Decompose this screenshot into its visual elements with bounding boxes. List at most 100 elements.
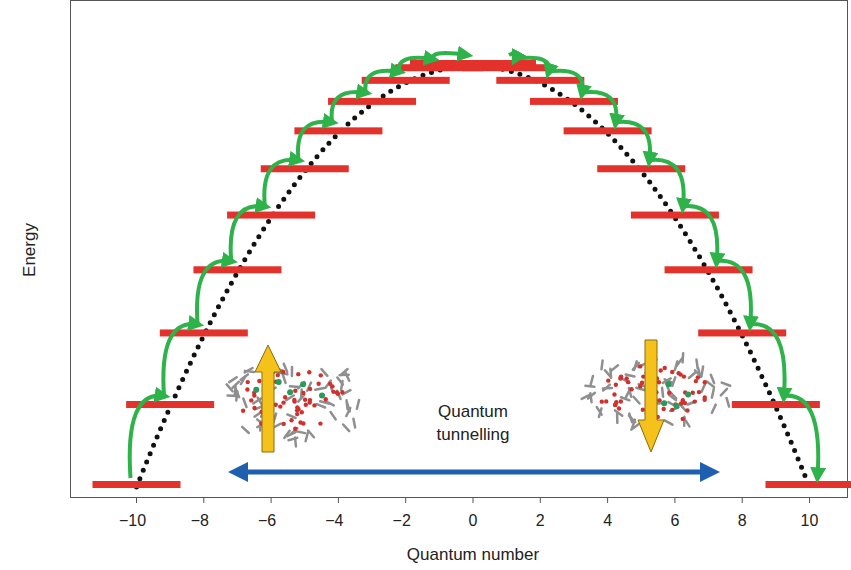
- molecule-atom: [276, 373, 280, 377]
- axis-label: Quantum number: [407, 545, 539, 565]
- molecule-atom: [300, 381, 306, 387]
- transition-arrow: [163, 324, 197, 398]
- transition-arrow: [298, 122, 332, 163]
- molecule-atom: [659, 368, 663, 372]
- tick-label: 4: [603, 512, 612, 530]
- molecule-atom: [287, 389, 293, 395]
- molecule-bond: [707, 382, 714, 387]
- molecule-bond: [702, 384, 706, 392]
- molecule-atom: [281, 370, 285, 374]
- tunnelling-arrow-head: [700, 462, 720, 482]
- molecule-atom: [296, 407, 300, 411]
- tick-mark: [136, 497, 137, 503]
- molecule-bond: [629, 416, 635, 422]
- tick-label: 2: [536, 512, 545, 530]
- molecule-bond: [712, 389, 714, 398]
- tick-mark: [742, 497, 743, 503]
- molecule-bond: [588, 393, 595, 399]
- molecule-atom: [612, 392, 616, 396]
- molecule-bond: [353, 419, 355, 428]
- molecule-atom: [296, 372, 300, 376]
- molecule-atom: [245, 387, 249, 391]
- molecule-bond: [242, 427, 249, 433]
- molecule-bond: [331, 412, 336, 419]
- molecule-atom: [617, 406, 621, 410]
- molecule-atom: [600, 399, 604, 403]
- molecule-bond: [345, 373, 349, 381]
- molecule-atom: [638, 384, 642, 388]
- energy-level: [93, 481, 181, 488]
- molecule-bond: [294, 437, 297, 446]
- molecule-atom: [661, 407, 665, 411]
- molecule-bond: [308, 431, 314, 438]
- molecule-atom: [618, 376, 622, 380]
- spin-down-arrow: [638, 340, 664, 452]
- molecule-atom: [295, 412, 299, 416]
- tick-mark: [338, 497, 339, 503]
- transition-arrow: [513, 58, 549, 73]
- molecule-bond: [634, 397, 640, 404]
- molecule-atom: [328, 382, 332, 386]
- molecule-atom: [703, 395, 707, 399]
- molecule-bond: [677, 359, 682, 366]
- molecule-atom: [324, 397, 328, 401]
- molecule-bond: [283, 374, 286, 383]
- molecule-atom: [670, 408, 674, 412]
- tick-label: 8: [738, 512, 747, 530]
- molecule-atom: [697, 390, 701, 394]
- molecule-atom: [614, 400, 618, 404]
- molecule-left: [227, 364, 359, 447]
- molecule-bond: [290, 385, 299, 388]
- transition-arrow: [433, 53, 467, 61]
- molecule-atom: [293, 426, 297, 430]
- molecule-atom: [692, 399, 696, 403]
- molecule-atom: [673, 403, 679, 409]
- molecule-bond: [317, 404, 325, 407]
- tick-label: −6: [258, 512, 276, 530]
- molecule-bond: [296, 431, 305, 433]
- molecule-atom: [308, 398, 312, 402]
- energy-level: [530, 98, 618, 105]
- molecule-bond: [357, 400, 359, 409]
- energy-level: [362, 77, 450, 84]
- molecule-atom: [676, 371, 680, 375]
- transition-arrow: [130, 396, 164, 478]
- transition-arrow: [748, 324, 784, 397]
- molecule-atom: [340, 390, 344, 394]
- tick-mark: [203, 497, 204, 503]
- molecule-bond: [341, 381, 342, 390]
- molecule-atom: [681, 398, 685, 402]
- molecule-bond: [320, 401, 329, 403]
- dotted-parabola: [137, 66, 810, 487]
- tick-mark: [473, 497, 474, 503]
- molecule-bond: [665, 420, 673, 424]
- molecule-atom: [249, 398, 253, 402]
- molecule-atom: [319, 373, 323, 377]
- transition-arrow: [332, 92, 366, 124]
- energy-level: [496, 77, 584, 84]
- molecule-bond: [601, 360, 602, 369]
- tick-label: −8: [191, 512, 209, 530]
- molecule-atom: [638, 364, 642, 368]
- molecule-atom: [614, 383, 618, 387]
- molecule-bond: [241, 374, 248, 379]
- transition-arrow: [264, 160, 298, 209]
- molecule-bond: [287, 432, 295, 436]
- transition-arrow: [399, 58, 433, 74]
- molecule-atom: [252, 406, 256, 410]
- tick-label: 6: [670, 512, 679, 530]
- molecule-atom: [253, 387, 259, 393]
- molecule-bond: [228, 394, 237, 397]
- molecule-bond: [245, 368, 253, 372]
- molecule-atom: [618, 376, 622, 380]
- tick-label: 0: [469, 512, 478, 530]
- energy-level: [766, 481, 851, 488]
- molecule-atom: [312, 403, 316, 407]
- plot-frame: [71, 1, 848, 498]
- molecule-atom: [283, 395, 287, 399]
- molecule-atom: [281, 400, 285, 404]
- molecule-atom: [331, 390, 335, 394]
- molecule-bond: [306, 433, 308, 442]
- energy-level: [463, 64, 551, 71]
